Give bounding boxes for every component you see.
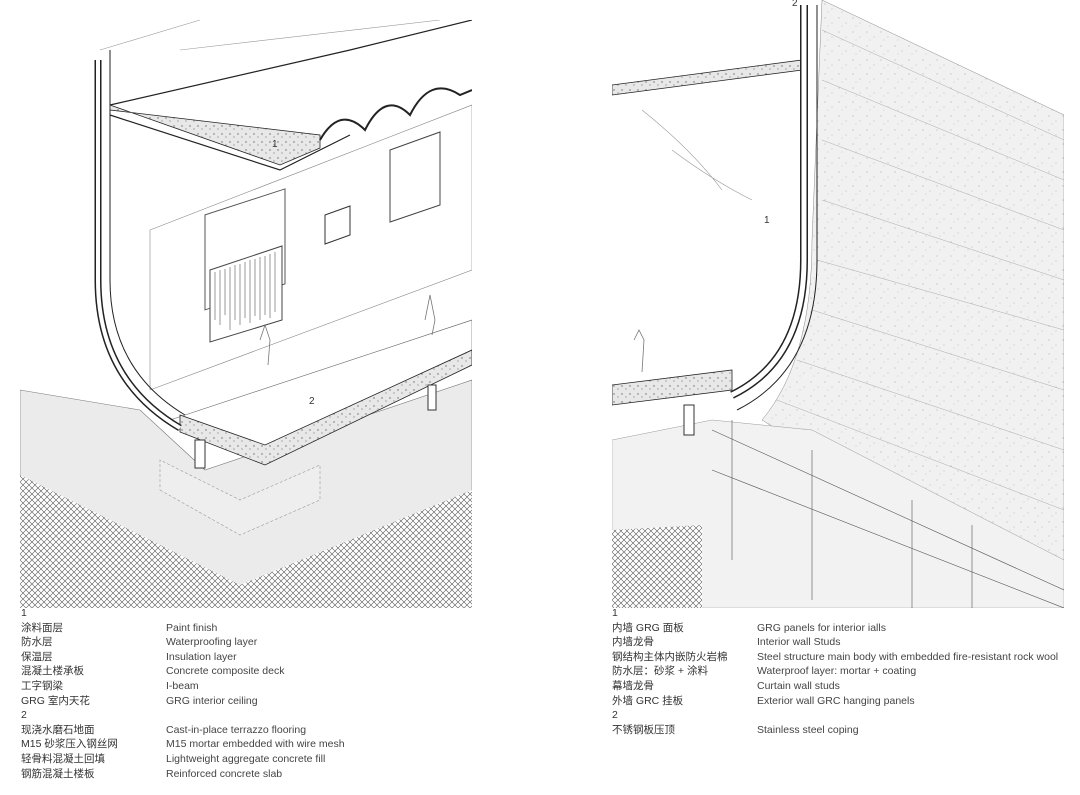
legend-zh: 钢结构主体内嵌防火岩棉 [612,650,728,663]
legend-zh: 工字钢梁 [21,679,63,692]
legend-en: Curtain wall studs [757,679,840,692]
legend-zh: 现浇水磨石地面 [21,723,95,736]
legend-zh: 不锈钢板压顶 [612,723,675,736]
soil-hatch [612,525,702,608]
legend-zh: 外墙 GRC 挂板 [612,694,684,707]
legend-row: 内墙龙骨 Interior wall Studs [612,635,1058,650]
legend-en: Concrete composite deck [166,665,285,678]
legend-en: Exterior wall GRC hanging panels [757,694,915,707]
legend-zh: 钢筋混凝土楼板 [21,767,95,780]
legend-en: Insulation layer [166,650,237,663]
legend-en: Steel structure main body with embedded … [757,650,1059,663]
legend-zh: 防水层：砂浆 + 涂料 [612,665,708,678]
legend-row: 外墙 GRC 挂板 Exterior wall GRC hanging panel… [612,694,1058,709]
legend-row: 现浇水磨石地面 Cast-in-place terrazzo flooring [21,723,345,738]
floor-slab [612,369,733,406]
legend-zh: 保温层 [21,650,53,663]
legend-en: Waterproof layer: mortar + coating [757,665,917,678]
legend-zh: 涂料面层 [21,621,63,634]
ceiling-slab [109,20,472,171]
legend-zh: 轻骨料混凝土回填 [21,752,105,765]
legend-row: 涂料面层 Paint finish [21,621,345,636]
legend-en: Paint finish [166,621,218,634]
legend-row: 钢筋混凝土楼板 Reinforced concrete slab [21,767,345,782]
vaulted-ceiling [319,87,472,141]
right-legend: 1 内墙 GRG 面板 GRG panels for interior ialls… [612,606,1058,737]
callout-2: 2 [792,0,798,9]
legend-row: 保温层 Insulation layer [21,650,345,665]
legend-group-1: 1 [21,607,27,619]
legend-group-1: 1 [612,607,618,619]
legend-zh: M15 砂浆压入钢丝网 [21,738,118,751]
legend-zh: GRG 室内天花 [21,694,90,707]
callout-1: 1 [764,215,770,226]
left-section-drawing: 1 2 [20,20,472,608]
right-section-drawing: 1 2 [612,0,1064,608]
legend-zh: 内墙 GRG 面板 [612,621,684,634]
legend-row: 不锈钢板压顶 Stainless steel coping [612,723,1058,738]
legend-en: GRG panels for interior ialls [757,621,886,634]
legend-row: 防水层：砂浆 + 涂料 Waterproof layer: mortar + co… [612,664,1058,679]
legend-en: Cast-in-place terrazzo flooring [166,723,307,736]
legend-row: 混凝土楼承板 Concrete composite deck [21,664,345,679]
legend-row: 幕墙龙骨 Curtain wall studs [612,679,1058,694]
legend-zh: 内墙龙骨 [612,636,654,649]
legend-en: Waterproofing layer [166,636,258,649]
legend-group-2: 2 [21,709,27,722]
legend-row: 内墙 GRG 面板 GRG panels for interior ialls [612,621,1058,636]
soil-hatch [20,475,472,608]
legend-en: I-beam [166,679,199,692]
legend-row: GRG 室内天花 GRG interior ceiling [21,694,345,709]
legend-en: M15 mortar embedded with wire mesh [166,738,345,751]
left-legend: 1 涂料面层 Paint finish 防水层 Waterproofing laye… [21,606,345,781]
ground-section [612,419,1064,608]
legend-zh: 幕墙龙骨 [612,679,654,692]
legend-en: GRG interior ceiling [166,694,258,707]
legend-group-2: 2 [612,709,618,722]
legend-zh: 混凝土楼承板 [21,665,84,678]
floor-slab [179,349,472,466]
callout-1: 1 [272,139,278,150]
legend-row: 钢结构主体内嵌防火岩棉 Steel structure main body wit… [612,650,1058,665]
callout-2: 2 [309,396,315,407]
legend-en: Reinforced concrete slab [166,767,283,780]
legend-row: 防水层 Waterproofing layer [21,635,345,650]
legend-row: 工字钢梁 I-beam [21,679,345,694]
legend-en: Lightweight aggregate concrete fill [166,752,326,765]
legend-row: 轻骨料混凝土回填 Lightweight aggregate concrete f… [21,752,345,767]
legend-en: Interior wall Studs [757,636,841,649]
legend-zh: 防水层 [21,636,53,649]
legend-row: M15 砂浆压入钢丝网 M15 mortar embedded with wire… [21,737,345,752]
legend-en: Stainless steel coping [757,723,859,736]
